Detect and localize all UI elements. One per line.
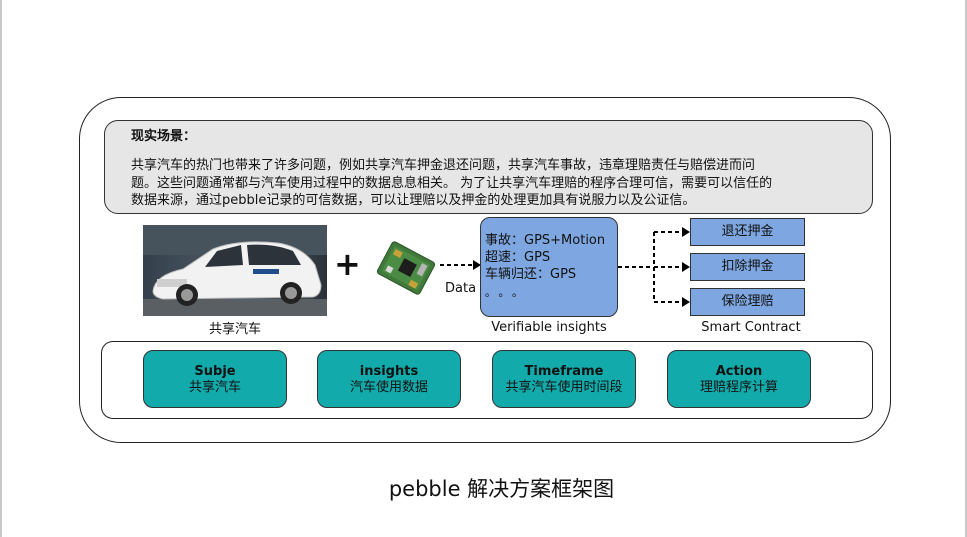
dimension-subtitle: 共享汽车使用时间段 [505, 380, 623, 395]
plus-icon: + [334, 245, 361, 283]
pebble-device-icon [374, 236, 438, 300]
verifiable-insights-box: 事故：GPS+Motion 超速：GPS 车辆归还：GPS 。。。 [480, 217, 618, 317]
page-caption: pebble 解决方案框架图 [388, 477, 615, 501]
dimension-title: Action [715, 364, 763, 379]
insights-caption: Verifiable insights [491, 320, 607, 335]
page-right-edge [965, 0, 967, 537]
page-left-edge [0, 0, 2, 537]
dimension-subtitle: 共享汽车 [188, 380, 241, 395]
dimension-card-action: Action 理赔程序计算 [667, 350, 811, 408]
dimension-title: Timeframe [524, 364, 604, 379]
insight-line: 车辆归还：GPS [485, 267, 577, 282]
dimension-subtitle: 理赔程序计算 [699, 380, 778, 395]
data-label: Data [445, 281, 477, 296]
dimension-card-subject: Subje 共享汽车 [143, 350, 287, 408]
dimension-title: Subje [194, 364, 236, 379]
branch-arrows-icon [618, 227, 690, 307]
insurance-claim-box: 保险理赔 [690, 288, 805, 316]
dimension-subtitle: 汽车使用数据 [349, 380, 428, 395]
car-caption: 共享汽车 [208, 322, 261, 337]
dimension-card-insights: insights 汽车使用数据 [317, 350, 461, 408]
contract-caption: Smart Contract [701, 320, 801, 335]
shared-car-photo [143, 225, 327, 316]
refund-deposit-box: 退还押金 [690, 218, 805, 246]
scenario-body: 共享汽车的热门也带来了许多问题，例如共享汽车押金退还问题，共享汽车事故，违章理赔… [131, 157, 858, 210]
insight-line: 事故：GPS+Motion [485, 233, 606, 248]
deduct-deposit-box: 扣除押金 [690, 253, 805, 281]
scenario-line: 共享汽车的热门也带来了许多问题，例如共享汽车押金退还问题，共享汽车事故，违章理赔… [131, 158, 756, 173]
scenario-line: 数据来源，通过pebble记录的可信数据，可以让理赔以及押金的处理更加具有说服力… [131, 193, 696, 208]
scenario-title: 现实场景： [131, 129, 197, 144]
insights-ellipsis: 。。。 [485, 286, 531, 299]
dimension-title: insights [359, 364, 419, 379]
scenario-line: 题。这些问题通常都与汽车使用过程中的数据息息相关。 为了让共享汽车理赔的程序合理… [131, 175, 773, 191]
dimension-card-timeframe: Timeframe 共享汽车使用时间段 [492, 350, 636, 408]
data-arrow-icon [440, 260, 481, 270]
insight-line: 超速：GPS [485, 250, 551, 265]
scenario-box: 现实场景： 共享汽车的热门也带来了许多问题，例如共享汽车押金退还问题，共享汽车事… [104, 120, 873, 214]
